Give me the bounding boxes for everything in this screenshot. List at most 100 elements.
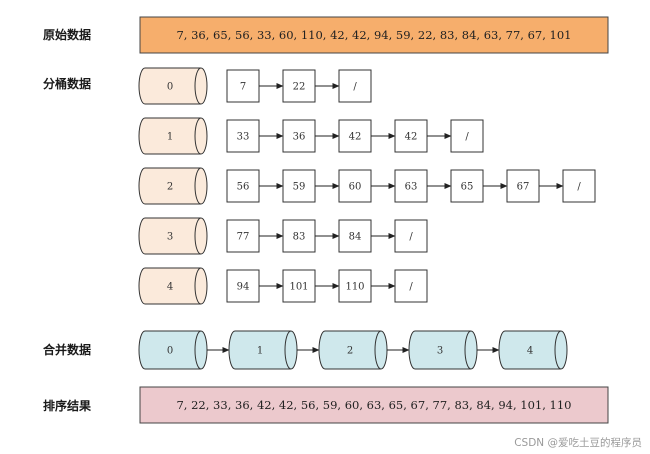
merge-node-3: 3 bbox=[408, 330, 478, 370]
bucket-4-null-node-box bbox=[394, 269, 428, 303]
merge-node-1-label: 1 bbox=[257, 346, 263, 357]
bucket-0: 0 bbox=[138, 67, 208, 105]
merge-node-2: 2 bbox=[318, 330, 388, 370]
bucket-1-node-value: 36 bbox=[293, 132, 306, 143]
bucket-0-label: 0 bbox=[167, 82, 173, 93]
bucket-row-0: 0 7 22 / bbox=[138, 67, 372, 105]
bucket-4-node: 101 bbox=[282, 269, 316, 303]
bucket-row-4: 4 94 101 110 / bbox=[138, 267, 428, 305]
bucket-2-null-node: / bbox=[562, 169, 596, 203]
bucket-1-node: 42 bbox=[338, 119, 372, 153]
merge-node-1-rim bbox=[284, 330, 292, 370]
bucket-4-node: 110 bbox=[338, 269, 372, 303]
bucket-4-null-node-value: / bbox=[409, 282, 413, 293]
bucket-1: 1 bbox=[138, 117, 208, 155]
label-sort-result: 排序结果 bbox=[43, 398, 91, 413]
bucket-4-node-value: 110 bbox=[345, 282, 364, 293]
bucket-2-node: 60 bbox=[338, 169, 372, 203]
bucket-1-node-box bbox=[282, 119, 316, 153]
bucket-2-node-value: 65 bbox=[461, 182, 474, 193]
bucket-4-node-value: 101 bbox=[289, 282, 308, 293]
bucket-4-label: 4 bbox=[167, 282, 173, 293]
bucket-2: 2 bbox=[138, 167, 208, 205]
bucket-2-node-value: 63 bbox=[405, 182, 418, 193]
bucket-4-node: 94 bbox=[226, 269, 260, 303]
bucket-1-null-node-value: / bbox=[465, 132, 469, 143]
bucket-1-node: 36 bbox=[282, 119, 316, 153]
bucket-1-null-node-box bbox=[450, 119, 484, 153]
bucket-3-null-node-value: / bbox=[409, 232, 413, 243]
bucket-3-node: 84 bbox=[338, 219, 372, 253]
bucket-2-node: 59 bbox=[282, 169, 316, 203]
bucket-1-node-value: 42 bbox=[349, 132, 362, 143]
bucket-2-node-box bbox=[282, 169, 316, 203]
bucket-2-node-box bbox=[226, 169, 260, 203]
bucket-3-node-value: 77 bbox=[237, 232, 250, 243]
bucket-2-node-box bbox=[506, 169, 540, 203]
bucket-1-node: 42 bbox=[394, 119, 428, 153]
label-bucket-data: 分桶数据 bbox=[43, 76, 91, 91]
bucket-1-node-box bbox=[338, 119, 372, 153]
bucket-2-rim bbox=[194, 167, 202, 205]
bucket-0-node-value: 22 bbox=[293, 82, 306, 93]
merge-node-2-rim bbox=[374, 330, 382, 370]
merge-node-4-label: 4 bbox=[527, 346, 533, 357]
bucket-2-node-value: 60 bbox=[349, 182, 362, 193]
bucket-2-node: 63 bbox=[394, 169, 428, 203]
bucket-3-node: 83 bbox=[282, 219, 316, 253]
bucket-4-null-node: / bbox=[394, 269, 428, 303]
bucket-4-node-value: 94 bbox=[237, 282, 250, 293]
bucket-1-rim bbox=[194, 117, 202, 155]
bucket-3-label: 3 bbox=[167, 232, 173, 243]
bucket-3-node-box bbox=[338, 219, 372, 253]
bucket-3-node-value: 84 bbox=[349, 232, 362, 243]
bucket-3-node-box bbox=[282, 219, 316, 253]
bucket-3-null-node: / bbox=[394, 219, 428, 253]
merge-node-1: 1 bbox=[228, 330, 298, 370]
bucket-2-node-box bbox=[394, 169, 428, 203]
label-original-data: 原始数据 bbox=[43, 27, 91, 42]
original-data-values: 7, 36, 65, 56, 33, 60, 110, 42, 42, 94, … bbox=[176, 28, 571, 42]
bucket-4-node-box bbox=[338, 269, 372, 303]
bucket-3-null-node-box bbox=[394, 219, 428, 253]
bucket-2-node-box bbox=[338, 169, 372, 203]
merge-node-0: 0 bbox=[138, 330, 208, 370]
bucket-0-node-box bbox=[282, 69, 316, 103]
bucket-2-node-value: 59 bbox=[293, 182, 306, 193]
bucket-1-label: 1 bbox=[167, 132, 173, 143]
bucket-0-node: 22 bbox=[282, 69, 316, 103]
bucket-3-node-value: 83 bbox=[293, 232, 306, 243]
bucket-1-node-box bbox=[394, 119, 428, 153]
bucket-0-node: 7 bbox=[226, 69, 260, 103]
bucket-row-3: 3 77 83 84 / bbox=[138, 217, 428, 255]
bucket-3-node-box bbox=[226, 219, 260, 253]
bucket-3-node: 77 bbox=[226, 219, 260, 253]
merge-node-3-label: 3 bbox=[437, 346, 443, 357]
merge-node-4: 4 bbox=[498, 330, 568, 370]
bucket-2-node-box bbox=[450, 169, 484, 203]
watermark: CSDN @爱吃土豆的程序员 bbox=[514, 436, 642, 449]
bucket-0-null-node-value: / bbox=[353, 82, 357, 93]
bucket-0-node-box bbox=[226, 69, 260, 103]
label-merge-data: 合并数据 bbox=[43, 342, 91, 357]
sort-result-bar bbox=[139, 386, 609, 424]
bucket-0-rim bbox=[194, 67, 202, 105]
bucket-4: 4 bbox=[138, 267, 208, 305]
bucket-2-null-node-box bbox=[562, 169, 596, 203]
merge-node-0-label: 0 bbox=[167, 346, 173, 357]
sort-result-values: 7, 22, 33, 36, 42, 42, 56, 59, 60, 63, 6… bbox=[176, 398, 571, 412]
merge-node-3-rim bbox=[464, 330, 472, 370]
bucket-1-node-value: 33 bbox=[237, 132, 250, 143]
merge-node-4-rim bbox=[554, 330, 562, 370]
bucket-0-null-node: / bbox=[338, 69, 372, 103]
bucket-0-null-node-box bbox=[338, 69, 372, 103]
original-data-bar bbox=[139, 16, 609, 54]
bucket-1-node: 33 bbox=[226, 119, 260, 153]
bucket-2-null-node-value: / bbox=[577, 182, 581, 193]
merge-node-0-rim bbox=[194, 330, 202, 370]
bucket-2-label: 2 bbox=[167, 182, 173, 193]
bucket-2-node: 67 bbox=[506, 169, 540, 203]
bucket-4-rim bbox=[194, 267, 202, 305]
